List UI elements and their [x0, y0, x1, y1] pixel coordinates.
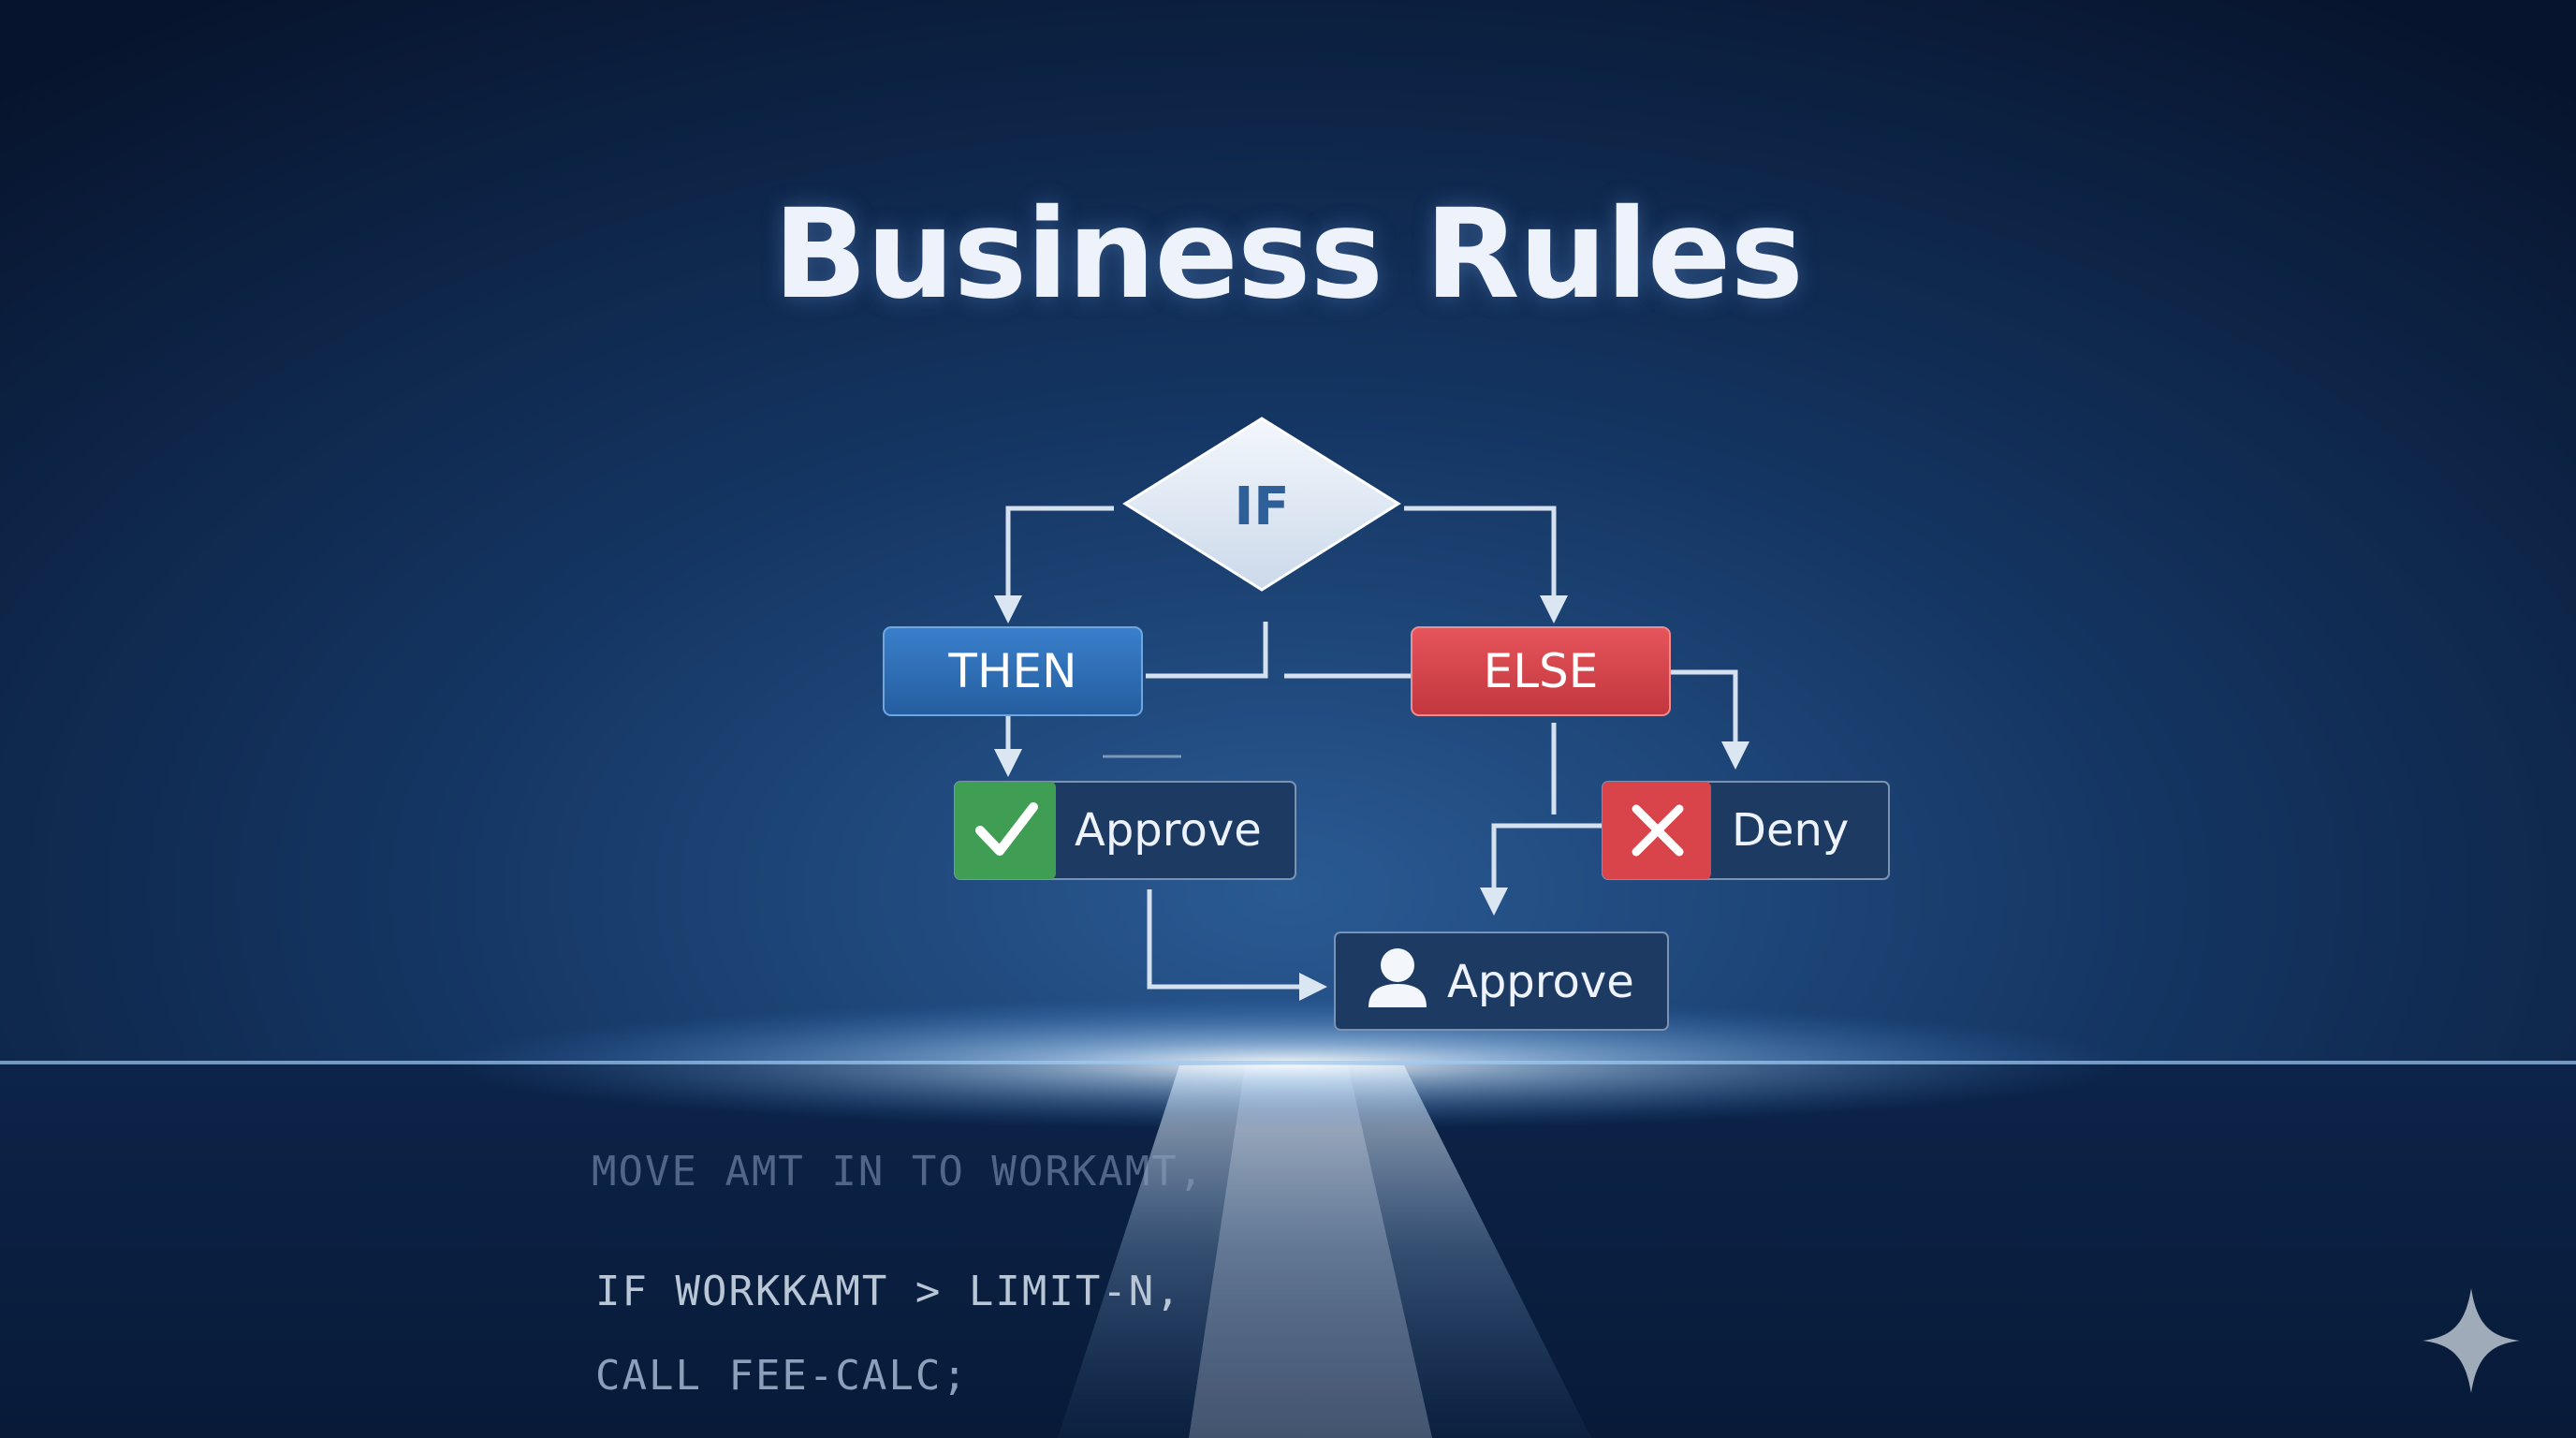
approve-user-label: Approve	[1447, 956, 1634, 1008]
approve-label: Approve	[1075, 804, 1262, 857]
connector-approve-user	[1147, 889, 1327, 1001]
else-node: ELSE	[1411, 626, 1671, 716]
if-diamond	[1122, 417, 1401, 592]
connector-if-then	[994, 506, 1114, 624]
user-icon	[1368, 948, 1427, 1007]
horizon-line	[0, 1061, 2576, 1064]
check-icon	[975, 802, 1038, 856]
connector-if-else	[1404, 506, 1568, 624]
then-label: THEN	[947, 644, 1076, 698]
light-beam	[1058, 1065, 1591, 1438]
if-label: IF	[1234, 477, 1289, 537]
deny-label: Deny	[1732, 804, 1849, 857]
sparkle-icon	[2422, 1288, 2520, 1393]
code-line: MOVE AMT IN TO WORKAMT,	[592, 1148, 1206, 1196]
approve-node: Approve	[954, 781, 1296, 880]
connector-deny-user	[1480, 823, 1604, 916]
approve-user-node: Approve	[1334, 932, 1669, 1031]
code-line: CALL FEE-CALC;	[595, 1352, 969, 1400]
connectors	[994, 506, 1749, 1001]
connector-center	[1146, 622, 1268, 679]
deny-node: Deny	[1602, 781, 1890, 880]
else-label: ELSE	[1484, 644, 1599, 698]
code-line: IF WORKKAMT > LIMIT-N,	[595, 1268, 1182, 1315]
else-box	[1411, 626, 1671, 716]
light-beam-inner	[1189, 1065, 1432, 1438]
approve-icon-bg	[955, 782, 1056, 879]
then-node: THEN	[883, 626, 1143, 716]
x-icon	[1632, 804, 1684, 857]
then-box	[883, 626, 1143, 716]
connector-else-deny	[1670, 669, 1749, 770]
if-node: IF	[1122, 417, 1401, 592]
page-title: Business Rules	[773, 183, 1804, 327]
